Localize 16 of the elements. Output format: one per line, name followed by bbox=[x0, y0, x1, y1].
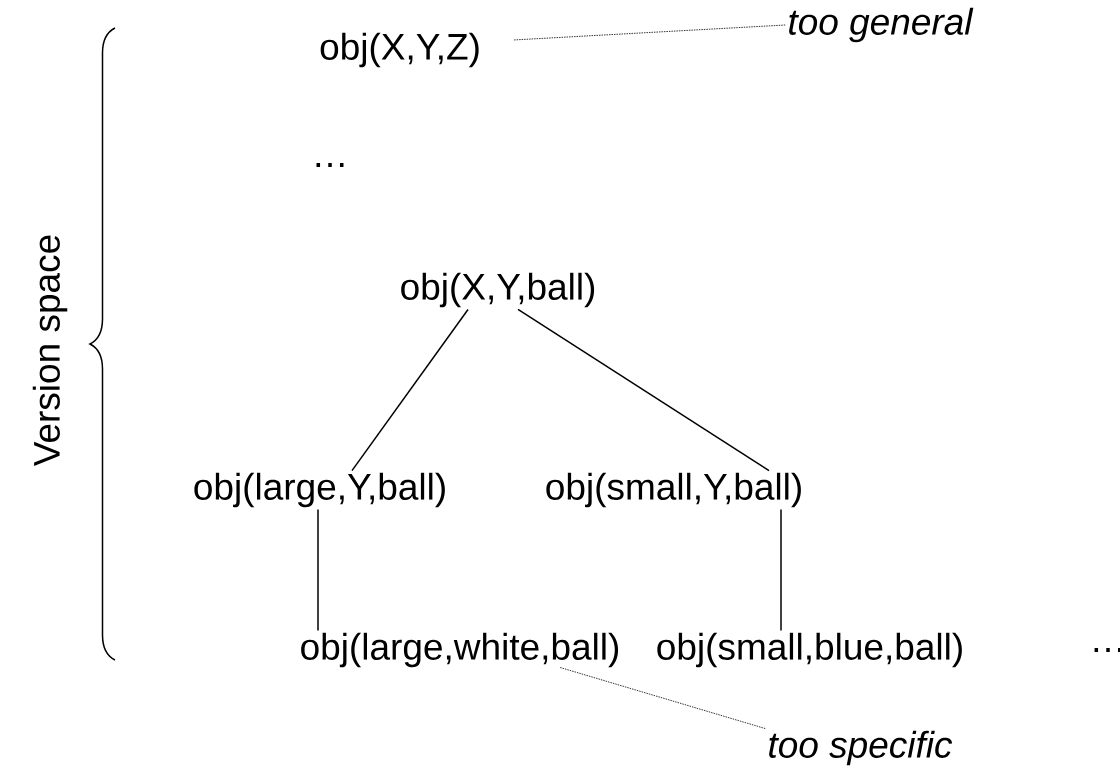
tree-line bbox=[317, 508, 319, 632]
brace-label: Version space bbox=[32, 235, 68, 467]
ellipsis: … bbox=[316, 163, 344, 167]
term-text: obj(large,white,ball) bbox=[301, 632, 619, 668]
note-text: too specific bbox=[769, 730, 953, 766]
term-text: obj(small,blue,ball) bbox=[657, 632, 962, 668]
leader-line bbox=[512, 24, 786, 41]
leader-line bbox=[559, 667, 766, 729]
term-text: obj(X,Y,ball) bbox=[401, 272, 595, 308]
tree-line bbox=[517, 308, 770, 472]
term-text: obj(large,Y,ball) bbox=[194, 472, 445, 508]
tree-line bbox=[351, 308, 469, 472]
tree-line bbox=[780, 508, 782, 632]
note-text: too general bbox=[789, 7, 974, 43]
term-text: obj(X,Y,Z) bbox=[320, 32, 479, 68]
term-text: obj(small,Y,ball) bbox=[546, 472, 801, 508]
